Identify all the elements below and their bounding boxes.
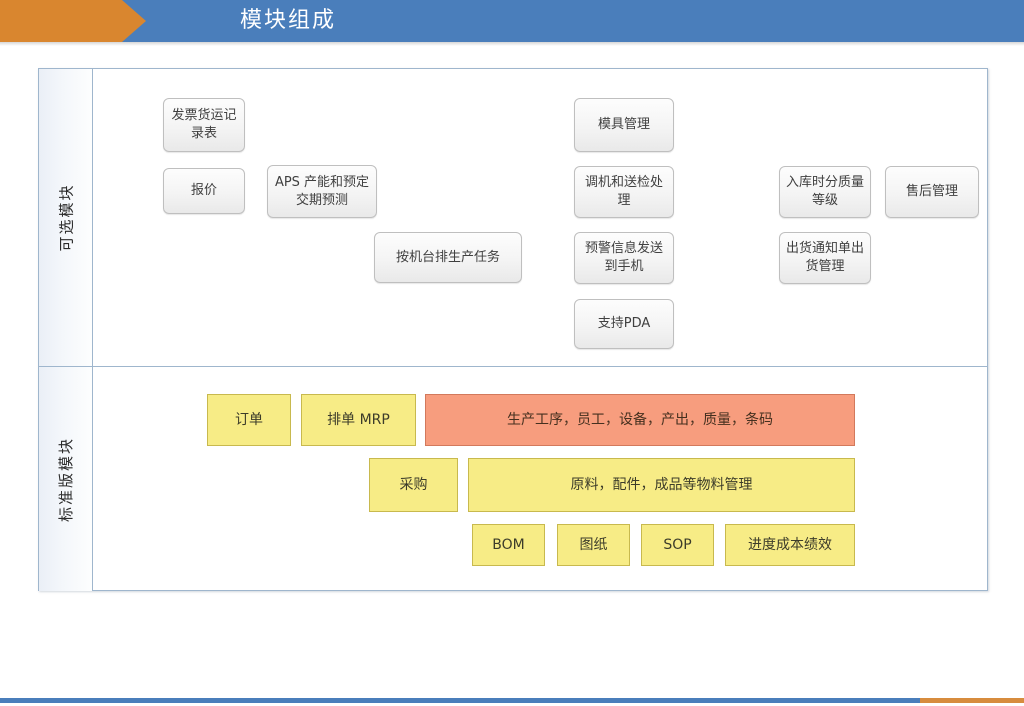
slide-footer-bar (0, 698, 1024, 703)
diagram-row-optional: 可选模块 (39, 69, 987, 366)
module-box[interactable]: 生产工序，员工，设备，产出，质量，条码 (425, 394, 855, 446)
diagram-row-standard: 标准版模块 (39, 366, 987, 591)
row-header-standard-label: 标准版模块 (57, 436, 76, 522)
module-box[interactable]: APS 产能和预定交期预测 (267, 165, 377, 218)
module-box[interactable]: SOP (641, 524, 714, 566)
module-box[interactable]: 原料，配件，成品等物料管理 (468, 458, 855, 512)
right-arrow-banner-icon (0, 0, 146, 42)
header-shadow (0, 42, 1024, 46)
row-header-optional-label: 可选模块 (57, 183, 76, 252)
footer-bar-orange (920, 698, 1024, 703)
module-box[interactable]: 模具管理 (574, 98, 674, 152)
module-box[interactable]: 调机和送检处理 (574, 166, 674, 218)
module-box[interactable]: 发票货运记录表 (163, 98, 245, 152)
module-box[interactable]: 报价 (163, 168, 245, 214)
slide-header-band: 模块组成 (0, 0, 1024, 42)
module-box[interactable]: 进度成本绩效 (725, 524, 855, 566)
module-box[interactable]: 支持PDA (574, 299, 674, 349)
footer-bar-blue (0, 698, 920, 703)
module-box[interactable]: BOM (472, 524, 545, 566)
module-box[interactable]: 订单 (207, 394, 291, 446)
module-box[interactable]: 采购 (369, 458, 458, 512)
module-box[interactable]: 入库时分质量等级 (779, 166, 871, 218)
row-header-standard: 标准版模块 (39, 367, 93, 591)
module-box[interactable]: 图纸 (557, 524, 630, 566)
page-title: 模块组成 (239, 8, 336, 33)
row-header-optional: 可选模块 (39, 69, 93, 366)
module-box[interactable]: 预警信息发送到手机 (574, 232, 674, 284)
module-box[interactable]: 按机台排生产任务 (374, 232, 522, 283)
module-box[interactable]: 排单 MRP (301, 394, 416, 446)
module-box[interactable]: 售后管理 (885, 166, 979, 218)
module-box[interactable]: 出货通知单出货管理 (779, 232, 871, 284)
